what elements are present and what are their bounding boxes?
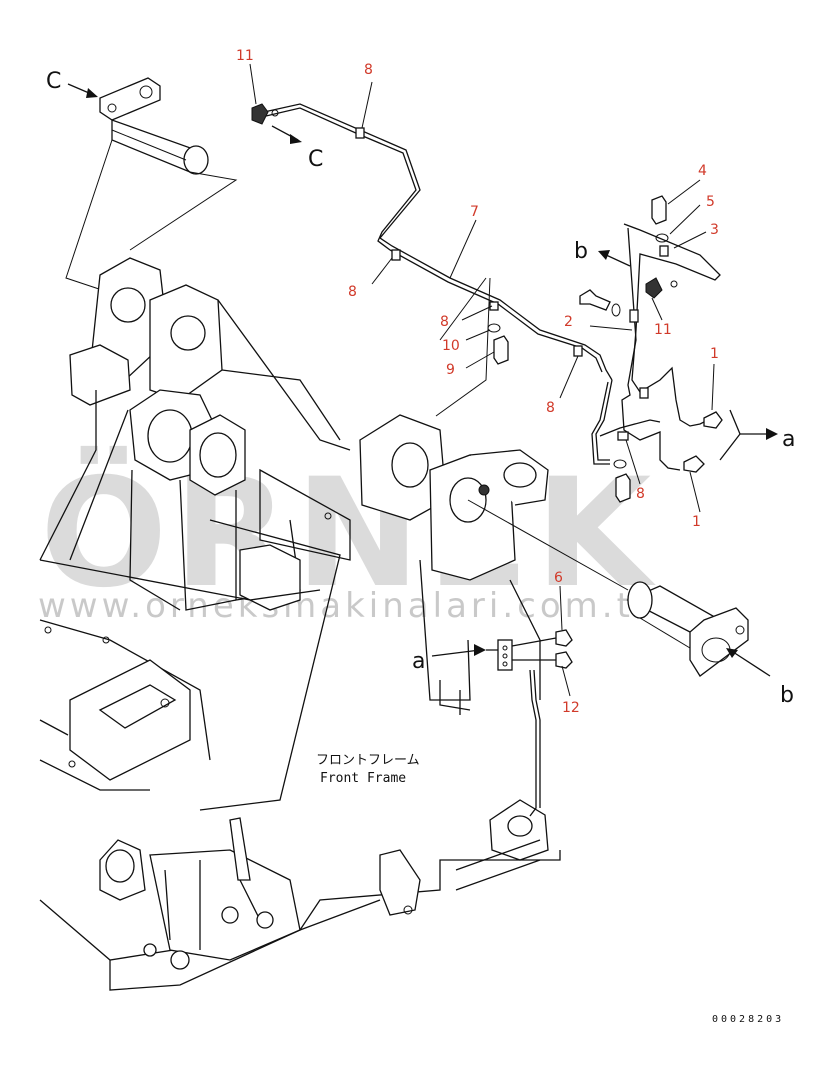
frame-left-bosses [39, 257, 351, 611]
grease-line-7 [251, 103, 613, 465]
callout-2: 2 [564, 314, 573, 330]
watermark: ÖRNEK www.orneksmakinalari.com.tr [38, 445, 657, 626]
view-letter-b-in: b [780, 683, 794, 708]
view-letter-c-in: C [46, 69, 61, 94]
callout-leaders [249, 63, 715, 697]
pin-right-leader [467, 499, 629, 591]
pin-leader-plane [65, 139, 238, 291]
frame-center-member [39, 468, 351, 811]
frame-label-en: Front Frame [320, 771, 406, 786]
view-arrows [67, 83, 778, 677]
grease-line-center [486, 629, 573, 817]
callout-12: 12 [562, 700, 580, 716]
callout-1-top: 1 [710, 346, 719, 362]
view-letter-a-out: a [782, 427, 795, 452]
callout-8-b: 8 [546, 400, 555, 416]
callout-8-mid: 8 [348, 284, 357, 300]
frame-bottom [39, 799, 561, 991]
pin-top-left [99, 77, 209, 175]
fasteners [487, 195, 669, 503]
leader-plane-right [435, 277, 491, 417]
callout-8-a: 8 [440, 314, 449, 330]
callout-10: 10 [442, 338, 460, 354]
view-letter-b-out: b [574, 239, 588, 264]
callout-4: 4 [698, 163, 707, 179]
grease-line-2 [599, 223, 723, 473]
pin-right [626, 581, 749, 677]
callout-8-top: 8 [364, 62, 373, 78]
callout-11-top: 11 [236, 48, 254, 64]
frame-center-right-boss [324, 414, 549, 715]
callout-1-bottom: 1 [692, 514, 701, 530]
callout-11-right: 11 [654, 322, 672, 338]
watermark-url: www.orneksmakinalari.com.tr [38, 586, 652, 626]
view-letter-c-out: C [308, 147, 323, 172]
callout-5: 5 [706, 194, 715, 210]
view-letters: C C b b a a [46, 69, 795, 708]
view-letter-a-in: a [412, 649, 425, 674]
callout-numbers: 11 8 7 8 4 5 3 8 2 10 11 9 1 8 8 1 6 12 [236, 48, 719, 716]
frame-label: フロントフレーム Front Frame [316, 753, 420, 786]
callout-3: 3 [710, 222, 719, 238]
callout-7: 7 [470, 204, 479, 220]
watermark-brand: ÖRNEK [40, 445, 657, 621]
callout-8-c: 8 [636, 486, 645, 502]
callout-9: 9 [446, 362, 455, 378]
frame-left-lower [39, 619, 211, 791]
frame-label-jp: フロントフレーム [316, 753, 420, 768]
callout-6: 6 [554, 570, 563, 586]
document-number: 00028203 [712, 1014, 784, 1025]
